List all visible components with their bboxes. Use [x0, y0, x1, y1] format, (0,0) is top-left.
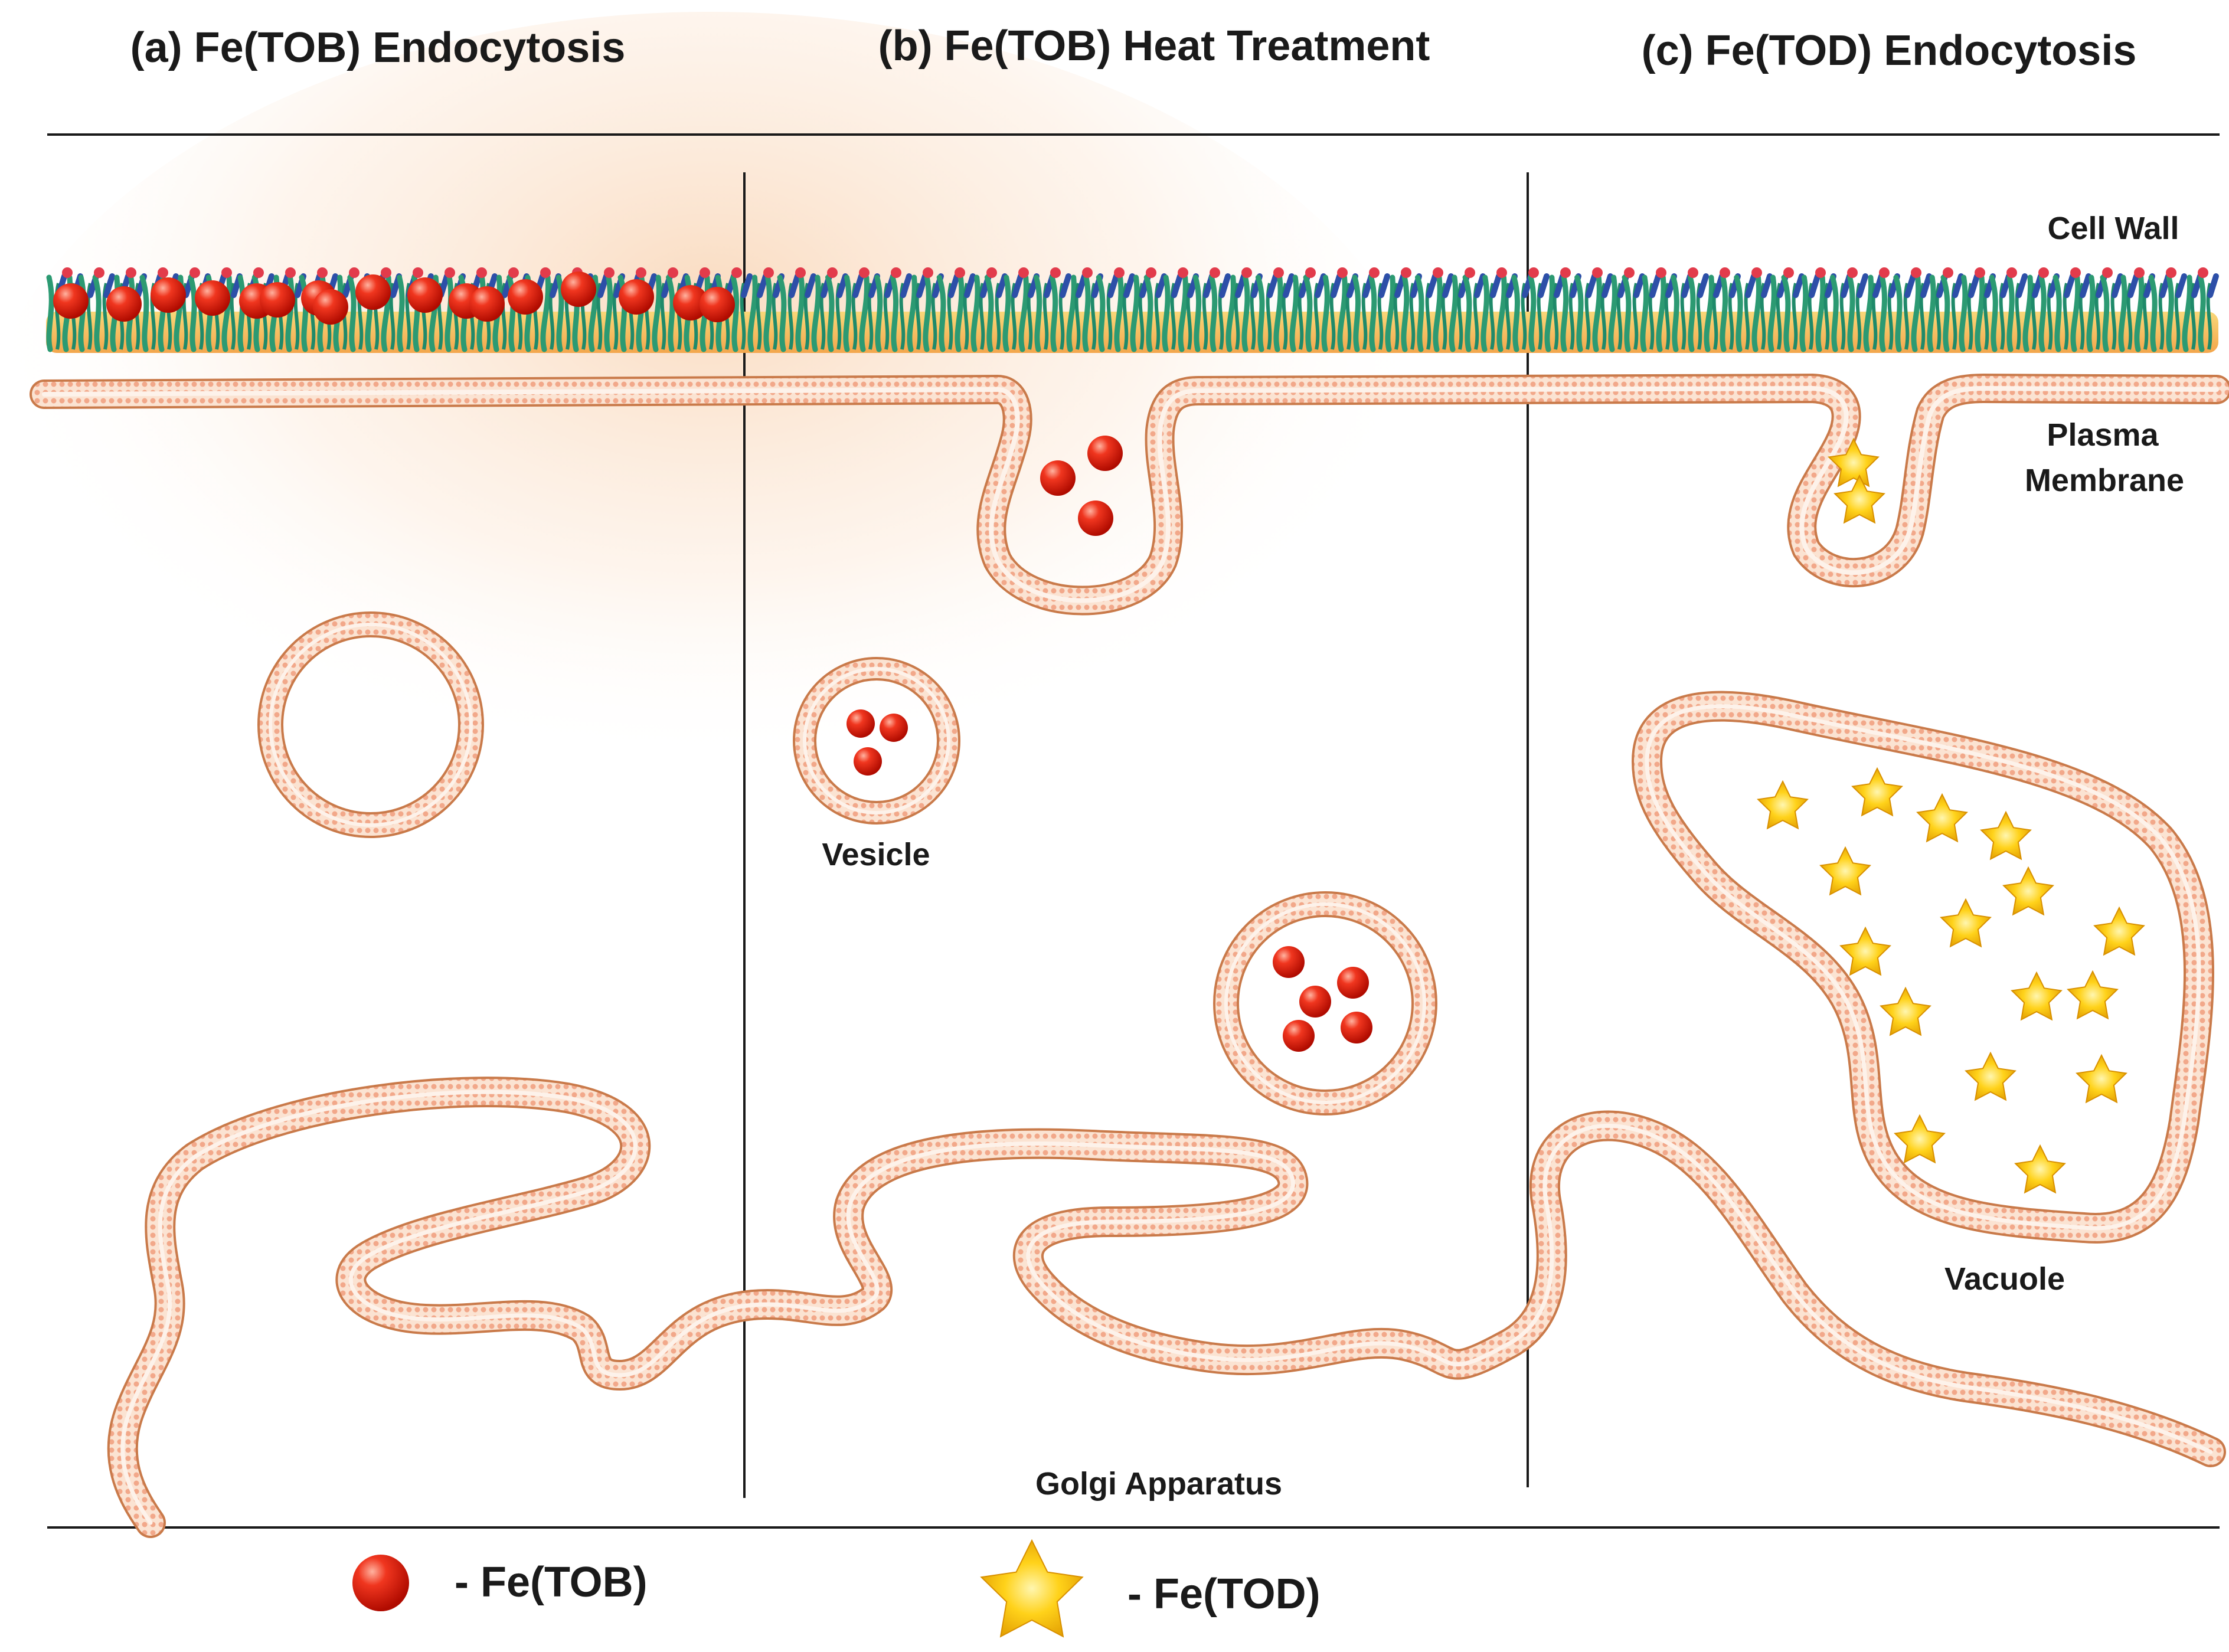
fe-tob-particle: [847, 709, 875, 738]
vesicle-empty-a: [257, 611, 484, 838]
fe-tob-particle: [313, 289, 348, 325]
fe-tod-particle: [1980, 810, 2032, 861]
fe-tob-particle: [1341, 1012, 1372, 1043]
legend-tob-label: - Fe(TOB): [455, 1559, 648, 1606]
cell-wall: [46, 267, 2219, 353]
fe-tob-particle: [1078, 500, 1113, 536]
label-vacuole: Vacuole: [1944, 1261, 2065, 1297]
fe-tod-particle: [2067, 970, 2119, 1020]
fe-tod-particle: [1851, 767, 1903, 817]
fe-tod-particle: [2011, 971, 2063, 1021]
legend-tod-swatch: [980, 1539, 1084, 1638]
fe-tod-particle: [1839, 926, 1891, 976]
fe-tod-particle: [1916, 793, 1968, 843]
legend-tod-star: [980, 1539, 1084, 1638]
plasma-membrane: [30, 374, 2229, 616]
cytoplasm-glow: [0, 12, 1446, 956]
fe-tob-particle: [407, 277, 443, 313]
fe-tod-particle: [2093, 906, 2145, 956]
fe-tob-particle: [700, 287, 735, 322]
label-membrane: Membrane: [2025, 463, 2184, 498]
vesicle-b-large: [1213, 891, 1437, 1115]
vesicle-b-small: [793, 657, 960, 825]
fe-tod-particle: [2076, 1054, 2127, 1104]
label-plasma: Plasma: [2047, 417, 2159, 453]
golgi-apparatus: [107, 1077, 2226, 1538]
fe-tob-particle: [1283, 1020, 1315, 1052]
fe-tob-particle: [1040, 460, 1076, 496]
fe-tob-particle: [1273, 946, 1305, 978]
fe-tod-particles: [1757, 437, 2145, 1194]
fe-tob-particle: [854, 747, 882, 776]
label-vesicle: Vesicle: [822, 837, 930, 872]
panel-title-a: (a) Fe(TOB) Endocytosis: [130, 24, 626, 71]
fe-tob-particle: [619, 279, 654, 315]
fe-tod-particle: [1819, 846, 1871, 896]
fe-tob-particle: [1337, 967, 1369, 999]
fe-tob-particle: [106, 286, 142, 322]
fe-tod-particle: [1894, 1114, 1946, 1164]
fe-tob-particle: [673, 285, 708, 320]
legend-tob-swatch: [352, 1555, 409, 1611]
fe-tob-particle: [195, 280, 230, 316]
fe-tod-particle: [1880, 986, 1931, 1036]
fe-tod-particle: [1833, 474, 1885, 524]
fe-tod-particle: [2014, 1144, 2066, 1194]
fe-tod-particle: [1940, 898, 1992, 948]
legend-tod-label: - Fe(TOD): [1127, 1571, 1321, 1618]
panel-title-c: (c) Fe(TOD) Endocytosis: [1642, 27, 2137, 74]
fe-tod-particle: [1757, 780, 1809, 830]
fe-tod-particle: [2002, 866, 2054, 916]
fe-tob-particle: [561, 271, 596, 307]
label-golgi: Golgi Apparatus: [1035, 1466, 1282, 1501]
vacuole: [1632, 691, 2214, 1244]
fe-tob-particle: [1087, 436, 1123, 471]
fe-tob-particle: [260, 282, 295, 318]
legend: - Fe(TOB) - Fe(TOD): [352, 1539, 1321, 1638]
fe-tod-particle: [1828, 437, 1880, 488]
fe-tob-particle: [1299, 986, 1331, 1018]
fe-tob-particle: [355, 274, 391, 310]
label-cell-wall: Cell Wall: [2047, 211, 2179, 246]
fe-tob-particle: [880, 714, 908, 742]
fe-tob-particle: [53, 283, 89, 319]
fe-tod-particle: [1965, 1051, 2016, 1101]
panel-title-b: (b) Fe(TOB) Heat Treatment: [878, 22, 1430, 70]
fe-tob-particle: [151, 277, 186, 313]
fe-tob-particles: [53, 271, 1372, 1052]
fe-tob-particle: [508, 279, 543, 315]
fe-tob-particle: [469, 286, 505, 322]
